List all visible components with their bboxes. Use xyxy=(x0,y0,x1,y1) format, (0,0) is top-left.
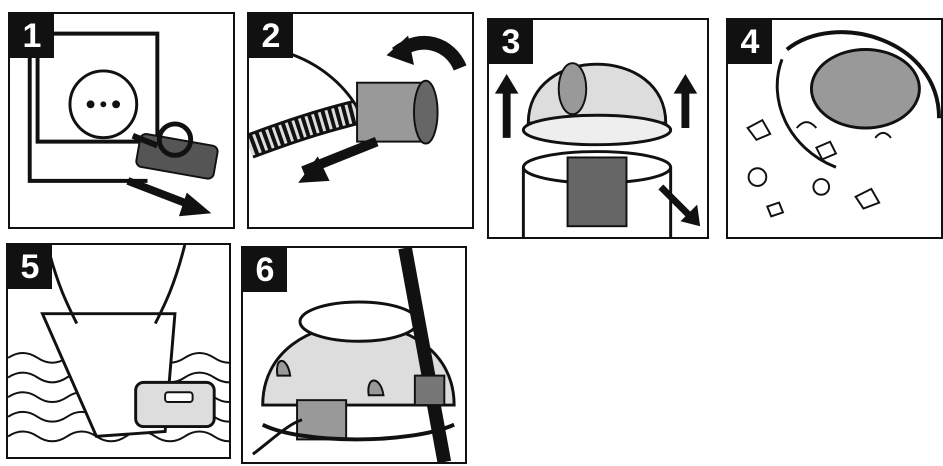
step-4-panel: 4 xyxy=(726,18,943,239)
step-number-badge: 5 xyxy=(8,245,52,289)
step-number-badge: 2 xyxy=(249,14,293,58)
step-1-panel: 1 xyxy=(8,12,235,229)
step-number-badge: 1 xyxy=(10,14,54,58)
step-number-badge: 6 xyxy=(243,248,287,292)
step-number-badge: 4 xyxy=(728,20,772,64)
step-3-panel: 3 xyxy=(487,18,709,239)
step-number-badge: 3 xyxy=(489,20,533,64)
step-5-panel: 5 xyxy=(6,243,231,459)
step-6-panel: 6 xyxy=(241,246,467,464)
step-2-panel: 2 xyxy=(247,12,474,229)
